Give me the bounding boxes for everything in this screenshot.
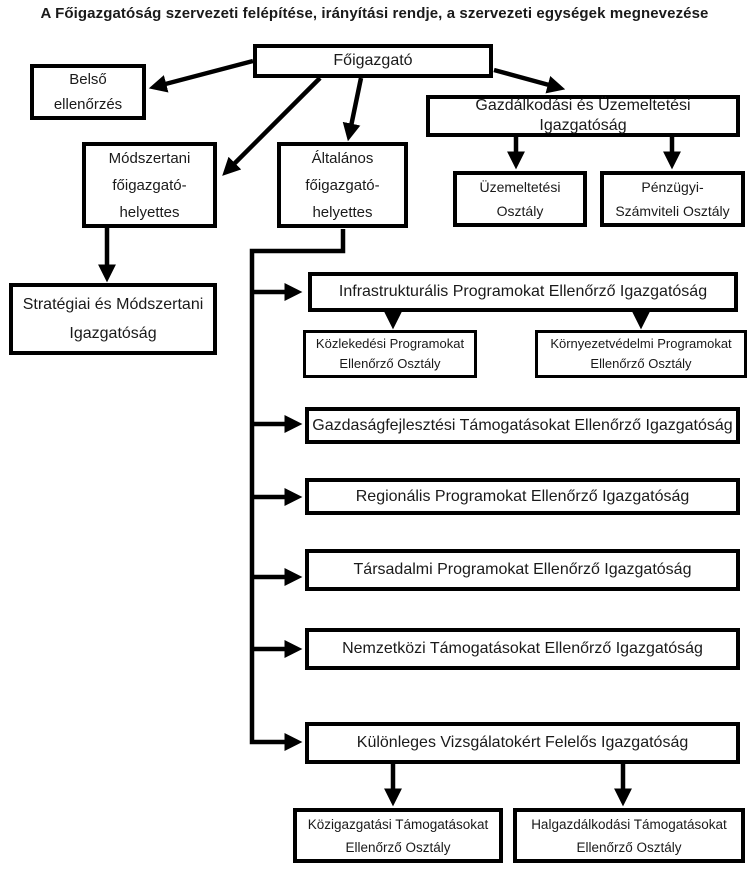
node-nemzetkozi-igazgatosag: Nemzetközi Támogatásokat Ellenőrző Igazg… [305,628,740,670]
node-kulonleges-igazgatosag: Különleges Vizsgálatokért Felelős Igazga… [305,722,740,764]
diagram-title: A Főigazgatóság szervezeti felépítése, i… [40,5,709,22]
connector-foigazgato-gazdalkodasi [493,67,566,94]
connector-foigazgato-altalanos [342,77,364,142]
connector-foigazgato-belso [148,58,254,93]
node-belso-ellenorzes: Belső ellenőrzés [30,64,146,120]
node-kozigazgatasi-osztaly: Közigazgatási Támogatásokat Ellenőrző Os… [293,808,503,863]
node-foigazgato: Főigazgató [253,44,493,78]
node-gazdasagfejlesztesi-igazgatosag: Gazdaságfejlesztési Támogatásokat Ellenő… [305,407,740,444]
node-tarsadalmi-igazgatosag: Társadalmi Programokat Ellenőrző Igazgat… [305,549,740,591]
node-uzemeltetesi-osztaly: Üzemeltetési Osztály [453,171,587,227]
node-regionalis-igazgatosag: Regionális Programokat Ellenőrző Igazgat… [305,478,740,515]
node-strategiai-igazgatosag: Stratégiai és Módszertani Igazgatóság [9,283,217,355]
node-kornyezetvedelmi-osztaly: Környezetvédelmi Programokat Ellenőrző O… [535,330,747,378]
node-gazdalkodasi-igazgatosag: Gazdálkodási és Üzemeltetési Igazgatóság [426,95,740,137]
node-kozlekedesi-osztaly: Közlekedési Programokat Ellenőrző Osztál… [303,330,477,378]
node-altalanos-helyettes: Általános főigazgató- helyettes [277,142,408,228]
node-halgazdalkodasi-osztaly: Halgazdálkodási Támogatásokat Ellenőrző … [513,808,745,863]
node-penzugyi-szamviteli-osztaly: Pénzügyi- Számviteli Osztály [600,171,745,227]
node-modszertani-helyettes: Módszertani főigazgató- helyettes [82,142,217,228]
node-infrastrukturalis-igazgatosag: Infrastrukturális Programokat Ellenőrző … [308,272,738,312]
